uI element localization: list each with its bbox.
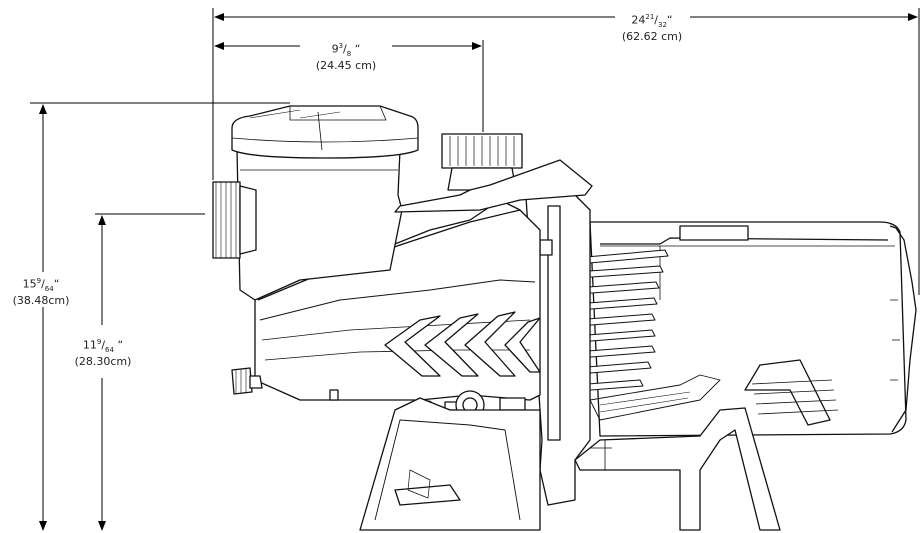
inlet-offset-den: 8 — [346, 49, 352, 58]
discharge-port — [394, 133, 593, 213]
pump-outline — [212, 105, 917, 531]
overall-length-den: 32 — [658, 20, 667, 29]
drain-plug — [231, 367, 339, 401]
inlet-offset-num: 3 — [338, 42, 344, 50]
cooling-fins — [574, 249, 669, 392]
motor-housing — [589, 221, 917, 437]
inlet-height-unit: “ — [113, 338, 124, 352]
dimension-lines — [30, 8, 920, 531]
label-inlet-offset: 93/8 “ (24.45 cm) — [301, 40, 391, 72]
inlet-offset-unit: “ — [351, 42, 361, 56]
inlet-height-metric: (28.30cm) — [74, 354, 132, 368]
overall-height-unit: “ — [53, 277, 60, 291]
label-overall-height: 159/64“ (38.48cm) — [4, 275, 78, 307]
pump-base — [359, 359, 839, 531]
strainer-housing — [236, 149, 403, 301]
overall-length-unit: “ — [666, 13, 673, 27]
overall-length-metric: (62.62 cm) — [621, 29, 683, 43]
overall-height-whole: 15 — [22, 277, 37, 291]
overall-length-num: 21 — [645, 13, 655, 21]
pump-body — [254, 149, 541, 401]
label-overall-length: 2421/32“ (62.62 cm) — [616, 11, 688, 43]
overall-height-num: 9 — [36, 277, 42, 285]
inlet-offset-metric: (24.45 cm) — [315, 58, 377, 72]
inlet-height-whole: 11 — [82, 338, 97, 352]
overall-height-metric: (38.48cm) — [12, 293, 70, 307]
strainer-lid — [231, 105, 419, 159]
label-inlet-height: 119/64 “ (28.30cm) — [64, 336, 142, 368]
inlet-height-den: 64 — [105, 345, 114, 354]
overall-height-den: 64 — [44, 284, 54, 293]
inlet-port — [212, 181, 257, 259]
overall-length-whole: 24 — [631, 13, 646, 27]
inlet-height-num: 9 — [96, 338, 102, 346]
inlet-offset-whole: 9 — [331, 42, 339, 56]
